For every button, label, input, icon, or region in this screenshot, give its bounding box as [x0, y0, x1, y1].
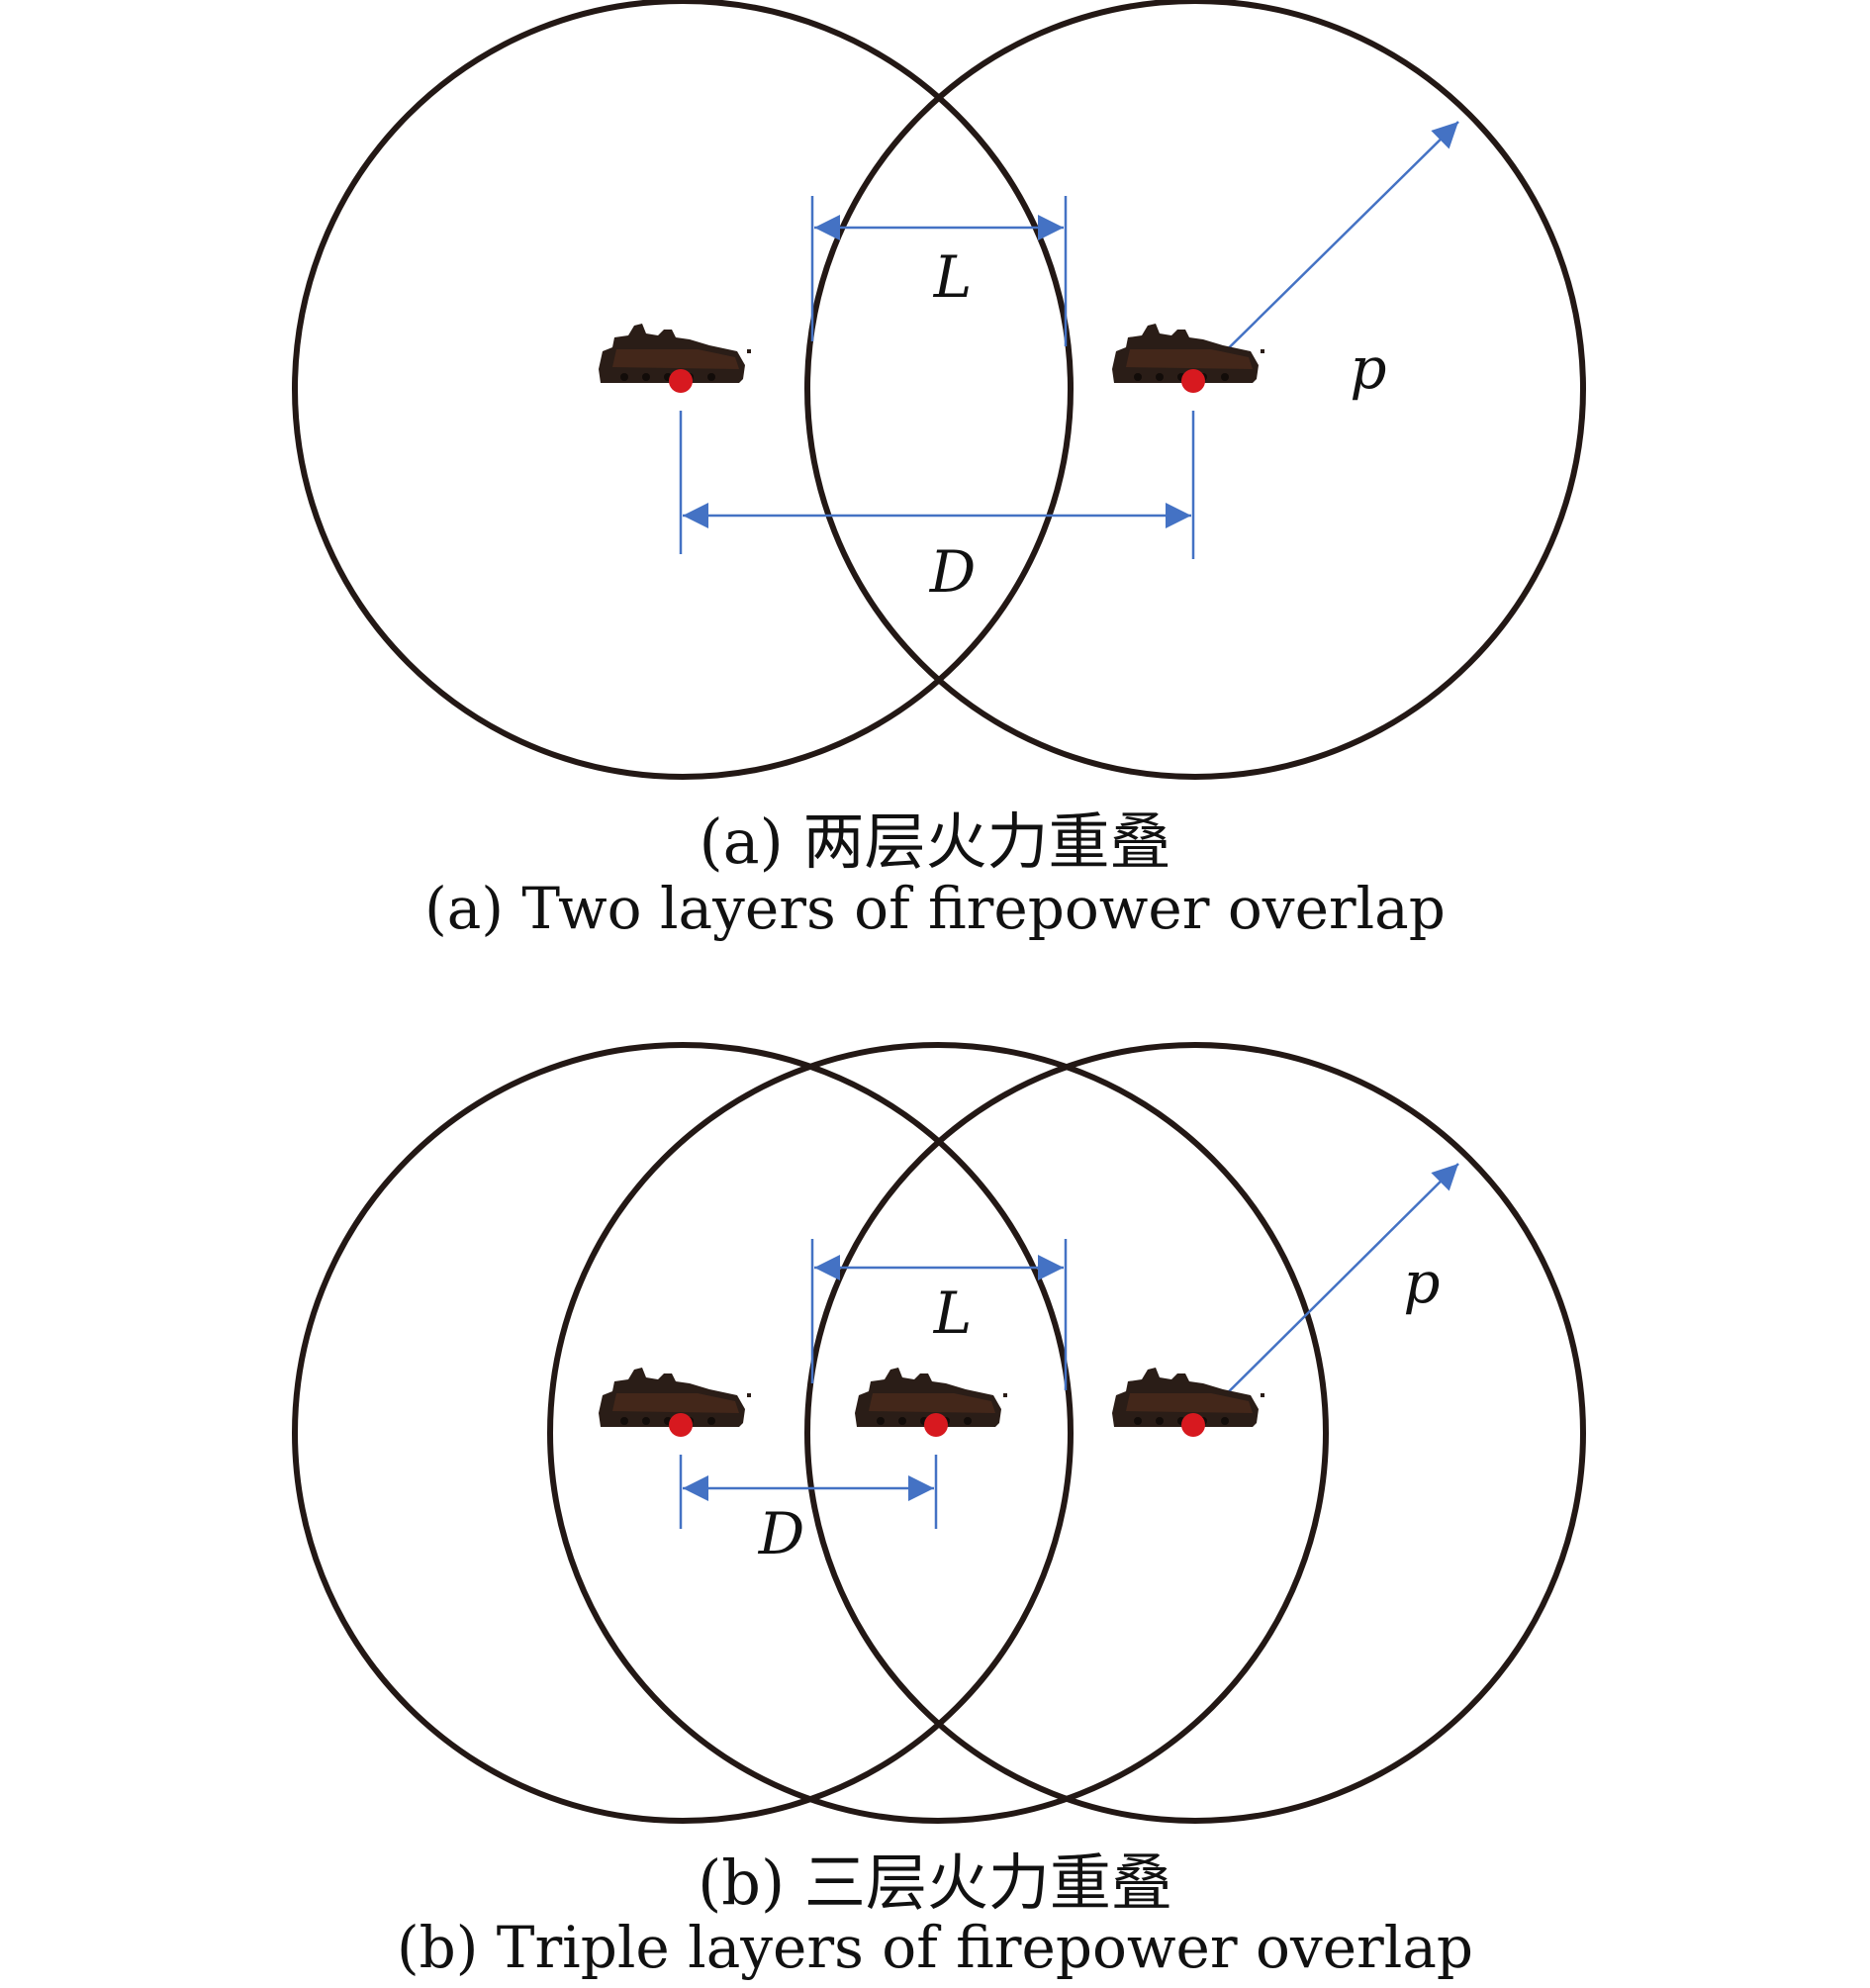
dimension-D: [679, 1455, 938, 1529]
center-dot-icon: [924, 1413, 948, 1437]
center-dot-icon: [1181, 1413, 1205, 1437]
dimension-D: [679, 411, 1195, 559]
caption-a-chinese: (a) 两层火力重叠: [699, 805, 1171, 878]
panel-b: L D p: [292, 1042, 1586, 1824]
range-circle-right: [804, 0, 1586, 780]
caption-b-english: (b) Triple layers of firepower overlap: [396, 1914, 1474, 1981]
label-D: D: [929, 538, 977, 606]
caption-b-chinese: (b) 三层火力重叠: [698, 1846, 1172, 1919]
range-circle-left: [292, 1042, 1074, 1824]
panel-a: L D p: [292, 0, 1586, 780]
label-L: L: [933, 1279, 973, 1347]
radius-arrow-p: [1194, 121, 1459, 382]
dimension-L: [810, 196, 1068, 346]
range-circle-middle: [547, 1042, 1329, 1824]
caption-a-english: (a) Two layers of firepower overlap: [424, 875, 1446, 942]
range-circle-right: [804, 1042, 1586, 1824]
range-circle-left: [292, 0, 1074, 780]
label-L: L: [933, 243, 973, 311]
dimension-L: [810, 1239, 1068, 1390]
center-dot-icon: [1181, 369, 1205, 393]
center-dot-icon: [669, 1413, 693, 1437]
label-p: p: [1350, 334, 1386, 402]
label-p: p: [1403, 1249, 1440, 1316]
center-dot-icon: [669, 369, 693, 393]
radius-arrow-p: [1194, 1163, 1459, 1426]
label-D: D: [758, 1500, 805, 1567]
